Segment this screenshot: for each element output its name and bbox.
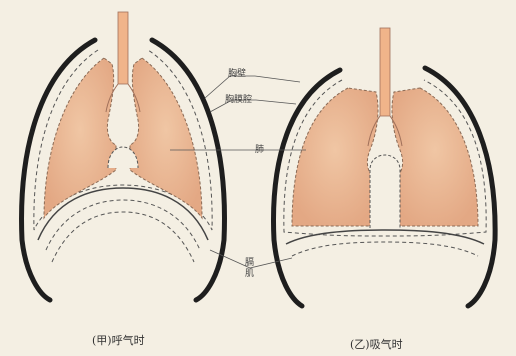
label-pleural-cavity: 胸膜腔 <box>225 92 252 105</box>
exhalation-thorax <box>22 12 225 300</box>
left-lung-shape-right <box>130 58 202 218</box>
caption-exhalation: (甲)呼气时 <box>92 332 145 348</box>
label-diaphragm: 膈肌 <box>245 258 257 280</box>
leader-pleural-cavity <box>210 100 296 112</box>
inhalation-thorax <box>274 28 496 306</box>
right-mediastinum <box>370 155 400 228</box>
left-trachea <box>118 12 128 84</box>
leader-chest-wall <box>205 76 300 98</box>
right-lung-shape-left <box>292 88 378 226</box>
label-lung: 肺 <box>255 142 264 155</box>
label-chest-wall: 胸壁 <box>228 66 246 79</box>
left-diaphragm-inner <box>46 200 200 250</box>
right-trachea <box>380 28 390 116</box>
caption-inhalation: (乙)吸气时 <box>350 336 403 352</box>
right-diaphragm-inner <box>292 242 478 256</box>
left-diaphragm-inner2 <box>52 212 194 262</box>
